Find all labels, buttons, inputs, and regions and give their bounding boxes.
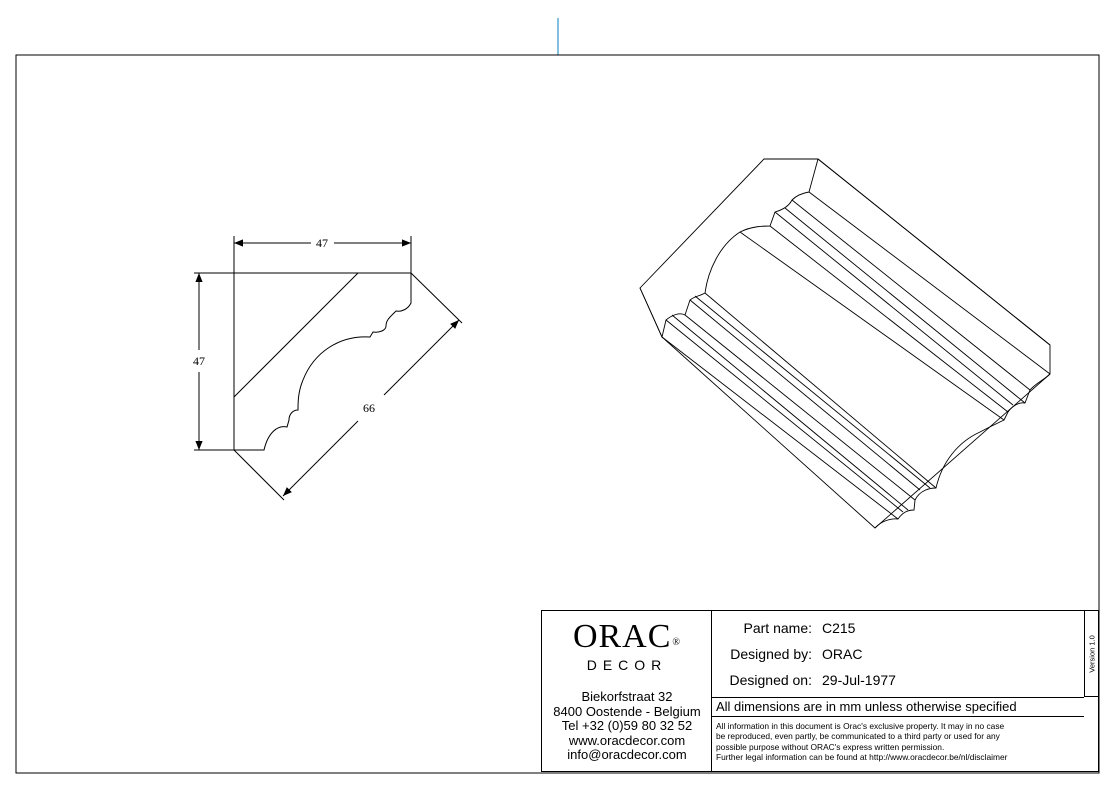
brand-subtitle: DECOR xyxy=(586,657,668,673)
iso-edge-8 xyxy=(704,292,937,489)
address-city: 8400 Oostende - Belgium xyxy=(553,703,701,719)
address-website[interactable]: www.oracdecor.com xyxy=(568,732,686,748)
isometric-view xyxy=(639,158,1051,529)
dimension-side-height: 47 xyxy=(193,273,205,450)
iso-edge-1 xyxy=(817,158,1051,346)
field-label: Designed on: xyxy=(729,672,812,688)
drawing-info-panel: Part name: C215 Designed by: ORAC Design… xyxy=(712,611,1084,771)
iso-edge-2 xyxy=(808,191,1051,375)
field-label: Part name: xyxy=(743,620,812,636)
iso-edge-12 xyxy=(671,314,909,511)
field-label: Designed by: xyxy=(730,646,812,662)
dimensions-note: All dimensions are in mm unless otherwis… xyxy=(712,697,1084,717)
dimension-diagonal: 66 xyxy=(282,319,460,497)
iso-edge-5 xyxy=(774,211,1014,406)
profile-section xyxy=(194,236,463,501)
iso-edge-6 xyxy=(769,225,1009,413)
field-designed-on: Designed on: 29-Jul-1977 xyxy=(712,667,1084,693)
legal-notice: All information in this document is Orac… xyxy=(716,721,1084,763)
address-street: Biekorfstraat 32 xyxy=(581,689,673,704)
field-part-name: Part name: C215 xyxy=(712,615,1084,641)
address-phone: Tel +32 (0)59 80 32 52 xyxy=(561,718,693,733)
legal-line: be reproduced, even partly, be communica… xyxy=(716,731,1000,742)
legal-line: Further legal information can be found a… xyxy=(716,752,1008,763)
address-email[interactable]: info@oracdecor.com xyxy=(567,747,687,762)
dimension-top-width: 47 xyxy=(234,236,411,250)
brand-logo: ORAC® xyxy=(542,617,712,657)
extension-line-diag-b xyxy=(233,449,285,501)
iso-edge-13 xyxy=(665,319,904,513)
company-panel: ORAC® DECOR Biekorfstraat 32 8400 Oosten… xyxy=(542,611,712,771)
registered-mark: ® xyxy=(672,637,682,648)
iso-edge-11 xyxy=(684,314,916,501)
field-value: ORAC xyxy=(822,646,863,662)
iso-edge-9 xyxy=(694,295,931,489)
field-designed-by: Designed by: ORAC xyxy=(712,641,1084,667)
dimension-top-width-label: 47 xyxy=(316,236,328,250)
field-value: C215 xyxy=(822,620,856,636)
title-block: ORAC® DECOR Biekorfstraat 32 8400 Oosten… xyxy=(541,610,1099,772)
company-address: Biekorfstraat 32 8400 Oostende - Belgium… xyxy=(542,689,712,763)
iso-edge-10 xyxy=(689,299,921,491)
field-value: 29-Jul-1977 xyxy=(822,672,896,688)
iso-front-end-profile xyxy=(639,158,819,339)
iso-edge-4 xyxy=(784,207,1026,404)
iso-edge-3 xyxy=(791,199,1031,391)
version-column: Version 1.0 xyxy=(1084,611,1098,697)
sheet-frame xyxy=(15,54,1100,774)
iso-back-face xyxy=(639,158,1051,529)
brand-name: ORAC xyxy=(572,618,672,655)
profile-outline xyxy=(233,272,412,451)
dimension-side-height-label: 47 xyxy=(193,354,205,368)
dimension-diagonal-label: 66 xyxy=(363,401,375,415)
version-label: Version 1.0 xyxy=(1087,634,1096,673)
iso-edge-14 xyxy=(661,336,899,520)
iso-edge-7 xyxy=(739,231,1005,421)
extension-line-diag-a xyxy=(410,272,463,324)
legal-line: possible purpose without ORAC's express … xyxy=(716,741,945,752)
legal-line: All information in this document is Orac… xyxy=(716,721,1005,731)
